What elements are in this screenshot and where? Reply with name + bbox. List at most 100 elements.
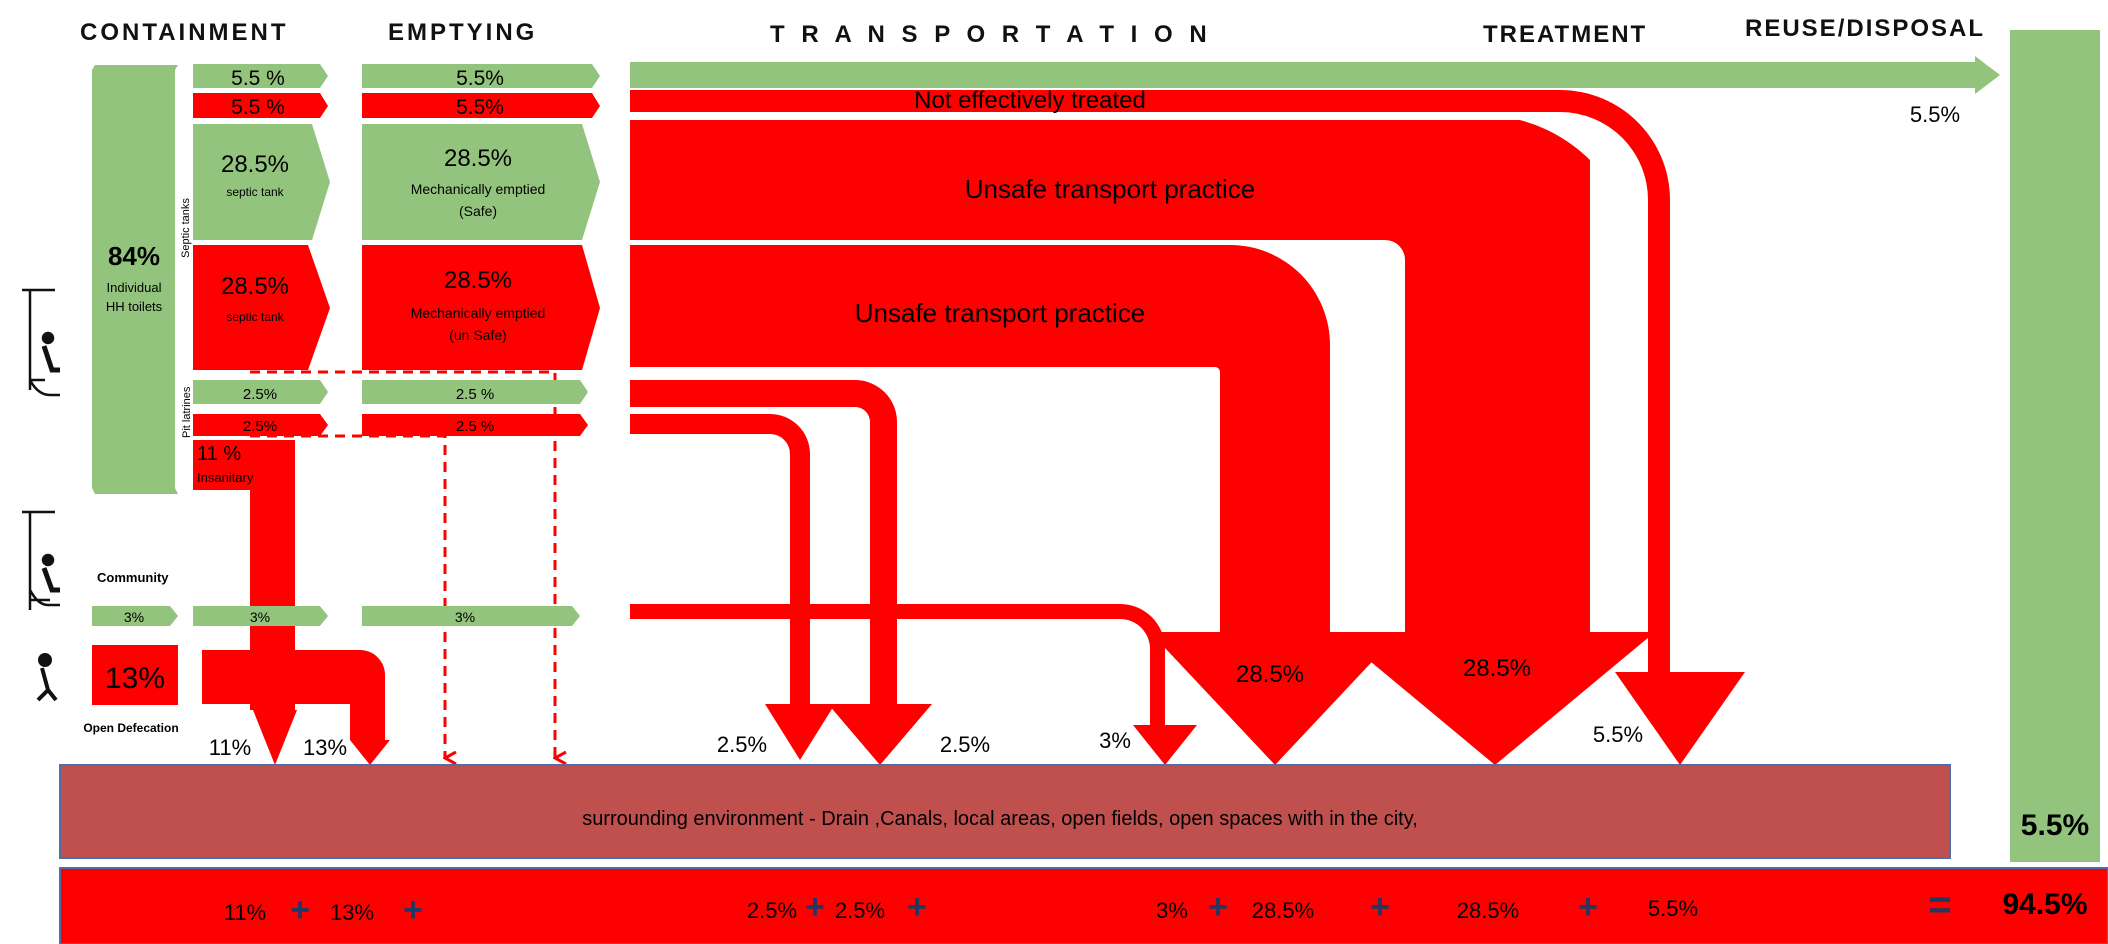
plus-1: + (290, 891, 310, 929)
open-defecation-pct: 13% (105, 662, 165, 695)
emptying-pit-unsafe-pct: 2.5 % (456, 418, 494, 435)
individual-pct: 84% (108, 241, 160, 271)
not-treated-label: Not effectively treated (914, 87, 1146, 114)
plus-2: + (403, 891, 423, 929)
total-item-2: 13% (330, 900, 374, 925)
unsafe-transport-flow-2 (630, 245, 1400, 765)
header-containment: CONTAINMENT (80, 19, 289, 46)
emptying-row2-pct: 5.5% (456, 96, 504, 119)
not-treated-flow-arrow (630, 90, 1745, 765)
mech-unsafe-label-2: (un Safe) (449, 327, 507, 343)
total-item-4: 2.5% (835, 898, 885, 923)
plus-6: + (1370, 888, 1390, 926)
septic-unsafe-label: septic tank (226, 310, 284, 324)
emptying-row1-green (362, 64, 600, 88)
header-reuse-disposal: REUSE/DISPOSAL (1745, 15, 1985, 42)
insanitary-pct: 11 % (197, 443, 241, 465)
septic-unsafe-pct: 28.5% (221, 273, 289, 300)
individual-toilets-block (92, 65, 178, 494)
septic-tanks-label: Septic tanks (180, 198, 192, 258)
insanitary-block (193, 440, 295, 490)
pit-safe-pct: 2.5% (243, 386, 277, 403)
mech-safe-block (362, 124, 600, 240)
containment-row2-pct: 5.5 % (231, 96, 285, 119)
outflow-label-2: 13% (303, 735, 347, 760)
environment-box (59, 764, 1951, 859)
header-treatment: TREATMENT (1483, 21, 1647, 48)
header-transportation: T R A N S P O R T A T I O N (770, 21, 1212, 48)
pit-latrines-label: Pit latrines (181, 386, 193, 438)
outflow-label-3: 2.5% (717, 732, 767, 757)
individual-label-2: HH toilets (106, 299, 163, 314)
mech-safe-pct: 28.5% (444, 145, 512, 172)
plus-7: + (1578, 888, 1598, 926)
reuse-top-label: 5.5% (1910, 102, 1960, 127)
total-item-8: 5.5% (1648, 896, 1698, 921)
environment-label: surrounding environment - Drain ,Canals,… (582, 808, 1418, 830)
reuse-flow-arrow (630, 56, 2000, 94)
total-row (59, 867, 2108, 944)
outflow-label-6: 28.5% (1236, 661, 1304, 688)
dashed-flow-1 (250, 370, 555, 758)
community-pct: 3% (124, 609, 144, 625)
pit-unsafe-block (193, 414, 328, 436)
outflow-label-1: 11% (209, 735, 251, 760)
containment-row1-green (193, 64, 328, 88)
reuse-disposal-bar (2010, 30, 2100, 862)
total-item-5: 3% (1156, 898, 1188, 923)
septic-safe-block (193, 124, 330, 240)
emptying-pit-safe-pct: 2.5 % (456, 386, 494, 403)
outflow-label-4: 2.5% (940, 732, 990, 757)
unsafe-transport-label-2: Unsafe transport practice (855, 298, 1145, 328)
emptying-community (362, 606, 580, 626)
mech-unsafe-pct: 28.5% (444, 267, 512, 294)
open-defecation-label: Open Defecation (83, 721, 178, 735)
mech-unsafe-block (362, 245, 600, 370)
community-pct-2: 3% (250, 609, 270, 625)
plus-3: + (805, 888, 825, 926)
open-defecation-flow-arrow (202, 650, 390, 765)
insanitary-label: Insanitary (197, 470, 254, 485)
mech-safe-label-2: (Safe) (459, 203, 497, 219)
pit-safe-block (193, 380, 328, 404)
emptying-row2-red (362, 93, 600, 118)
plus-4: + (907, 888, 927, 926)
open-defecation-person-icon (36, 653, 58, 702)
total-item-7: 28.5% (1457, 898, 1519, 923)
emptying-pit-unsafe (362, 414, 588, 436)
total-value: 94.5% (2002, 888, 2087, 921)
outflow-label-5: 3% (1099, 728, 1131, 753)
septic-safe-pct: 28.5% (221, 151, 289, 178)
community-block (92, 606, 178, 626)
community-label: Community (97, 570, 169, 585)
unsafe-transport-label-1: Unsafe transport practice (965, 174, 1255, 204)
equals-sign: = (1928, 883, 1951, 927)
septic-safe-label: septic tank (226, 185, 284, 199)
pit-safe-flow-arrow (630, 380, 932, 765)
community-toilet-icon (22, 510, 60, 610)
emptying-row1-pct: 5.5% (456, 67, 504, 90)
emptying-community-pct: 3% (455, 609, 475, 625)
mech-unsafe-label-1: Mechanically emptied (411, 305, 546, 321)
open-defecation-block (92, 645, 178, 705)
outflow-label-8: 5.5% (1593, 722, 1643, 747)
total-item-3: 2.5% (747, 898, 797, 923)
plus-5: + (1208, 888, 1228, 926)
emptying-pit-safe (362, 380, 588, 404)
containment-row1-pct: 5.5 % (231, 67, 285, 90)
total-item-6: 28.5% (1252, 898, 1314, 923)
septic-unsafe-block (193, 245, 330, 370)
community-block-2 (193, 606, 328, 626)
toilet-person-icon (22, 288, 60, 397)
containment-row2-red (193, 93, 328, 118)
individual-label-1: Individual (107, 280, 162, 295)
outflow-label-7: 28.5% (1463, 655, 1531, 682)
pit-unsafe-flow-arrow (630, 414, 835, 760)
reuse-bar-label: 5.5% (2021, 809, 2089, 842)
pit-unsafe-pct: 2.5% (243, 418, 277, 435)
header-emptying: EMPTYING (388, 19, 537, 46)
community-flow-arrow (630, 604, 1197, 765)
total-item-1: 11% (224, 900, 266, 925)
unsafe-transport-flow-1 (630, 120, 1655, 765)
